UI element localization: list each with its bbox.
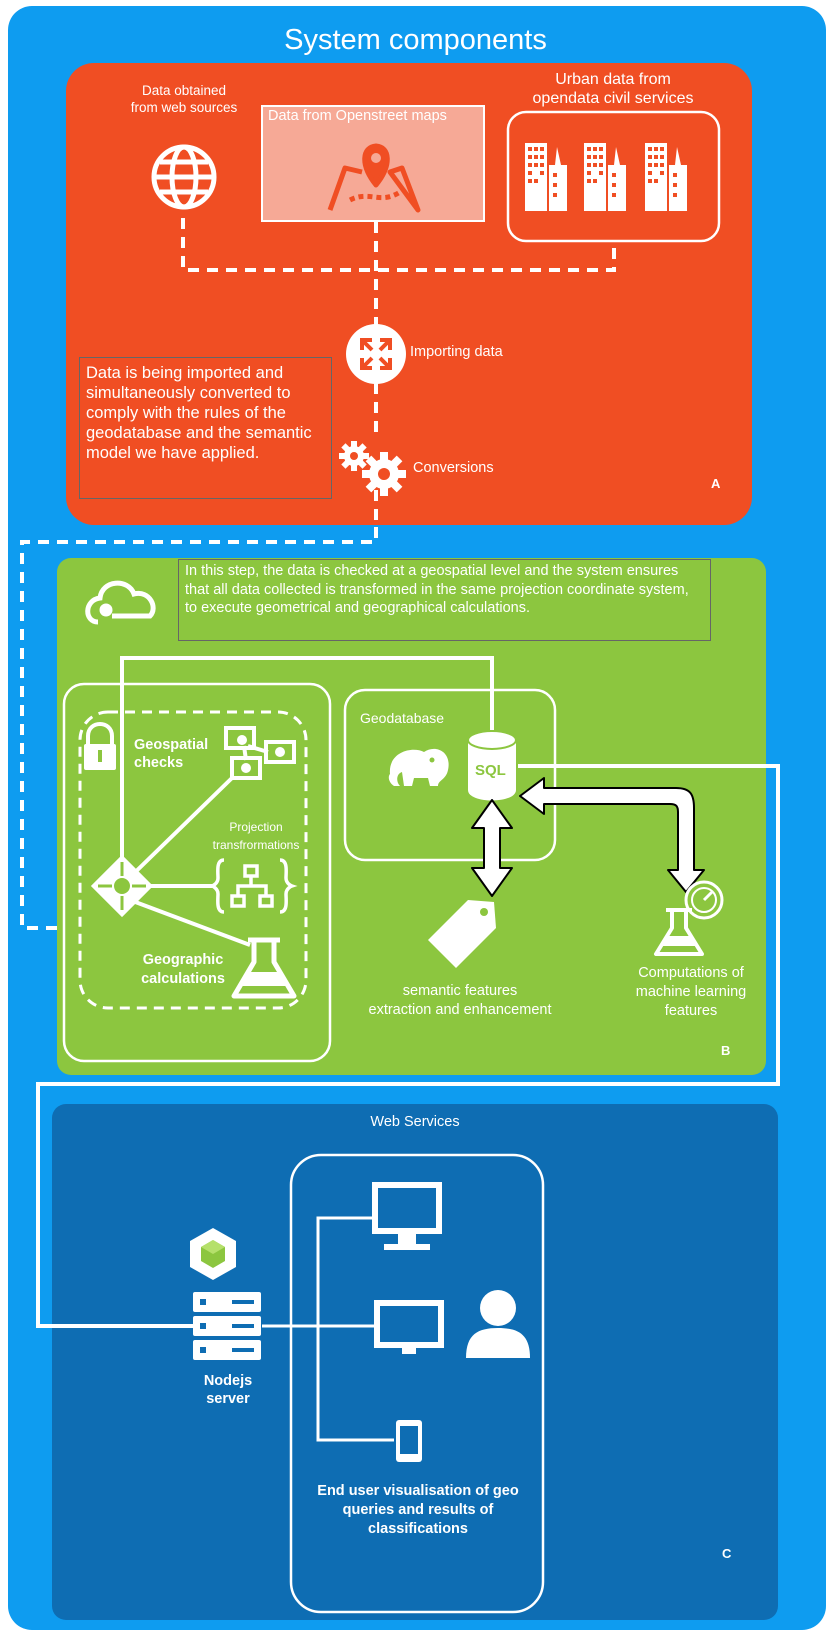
ml-flask-icon bbox=[654, 880, 724, 956]
arrows-icon bbox=[360, 338, 392, 370]
projection-label: Projection transfrormations bbox=[212, 820, 300, 852]
tag-icon bbox=[428, 900, 496, 968]
urban-box bbox=[506, 110, 721, 243]
geodatabase-label: Geodatabase bbox=[360, 710, 445, 726]
ml-label: Computations of machine learning feature… bbox=[635, 965, 747, 1019]
end-user-label: End user visualisation of geo queries an… bbox=[317, 1483, 519, 1537]
lock-icon bbox=[84, 722, 116, 770]
gear-icon bbox=[339, 441, 406, 496]
server-connections bbox=[262, 1216, 394, 1442]
panel-a-letter: A bbox=[711, 476, 721, 491]
geodatabase-box bbox=[343, 688, 557, 862]
desktop-monitor-icon bbox=[372, 1182, 442, 1250]
user-icon bbox=[466, 1290, 530, 1358]
double-arrow-vertical bbox=[471, 799, 513, 897]
sql-database-icon bbox=[467, 730, 517, 801]
projection-icon bbox=[206, 858, 298, 914]
semantic-label: semantic features extraction and enhance… bbox=[368, 983, 552, 1018]
geospatial-label: Geospatial checks bbox=[134, 737, 209, 771]
double-arrow-elbow bbox=[519, 777, 705, 893]
flask-icon bbox=[231, 937, 297, 999]
panel-a-note: Data is being imported and simultaneousl… bbox=[79, 357, 332, 499]
hub-icon bbox=[90, 854, 154, 918]
phone-icon bbox=[396, 1420, 422, 1462]
connectors-a bbox=[181, 218, 616, 527]
cloud-icon bbox=[85, 580, 156, 625]
connector-ab bbox=[20, 527, 378, 930]
cube-icon bbox=[190, 1228, 236, 1280]
sql-label: SQL bbox=[475, 762, 506, 779]
importing-label: Importing data bbox=[410, 344, 503, 360]
geospatial-checks-icon bbox=[224, 726, 296, 780]
web-services-title: Web Services bbox=[370, 1114, 460, 1130]
processing-box bbox=[62, 682, 332, 1063]
importing-icon bbox=[346, 324, 406, 384]
globe-icon bbox=[151, 144, 217, 210]
sql-to-hub-line bbox=[120, 656, 494, 868]
sql-to-server-line bbox=[36, 764, 780, 1328]
hub-connections bbox=[120, 776, 251, 947]
urban-label: Urban data from opendata civil services bbox=[532, 71, 694, 107]
nodejs-label: Nodejs server bbox=[203, 1373, 253, 1407]
server-icon bbox=[193, 1292, 261, 1360]
osm-label: Data from Openstreet maps bbox=[268, 108, 447, 124]
geographic-label: Geographic calculations bbox=[141, 952, 225, 987]
panel-b-note: In this step, the data is checked at a g… bbox=[178, 559, 711, 641]
map-pin-icon bbox=[327, 143, 421, 213]
panel-b bbox=[57, 558, 766, 1075]
panel-c-letter: C bbox=[722, 1546, 732, 1561]
web-sources-label: Data obtained from web sources bbox=[130, 83, 238, 115]
conversions-label: Conversions bbox=[413, 460, 494, 476]
buildings-icon bbox=[525, 143, 687, 211]
page-title: System components bbox=[284, 24, 547, 56]
laptop-icon bbox=[374, 1300, 444, 1354]
panel-b-letter: B bbox=[721, 1043, 731, 1058]
secure-zone bbox=[78, 710, 308, 1010]
elephant-icon bbox=[388, 748, 449, 786]
end-user-box bbox=[289, 1153, 545, 1614]
